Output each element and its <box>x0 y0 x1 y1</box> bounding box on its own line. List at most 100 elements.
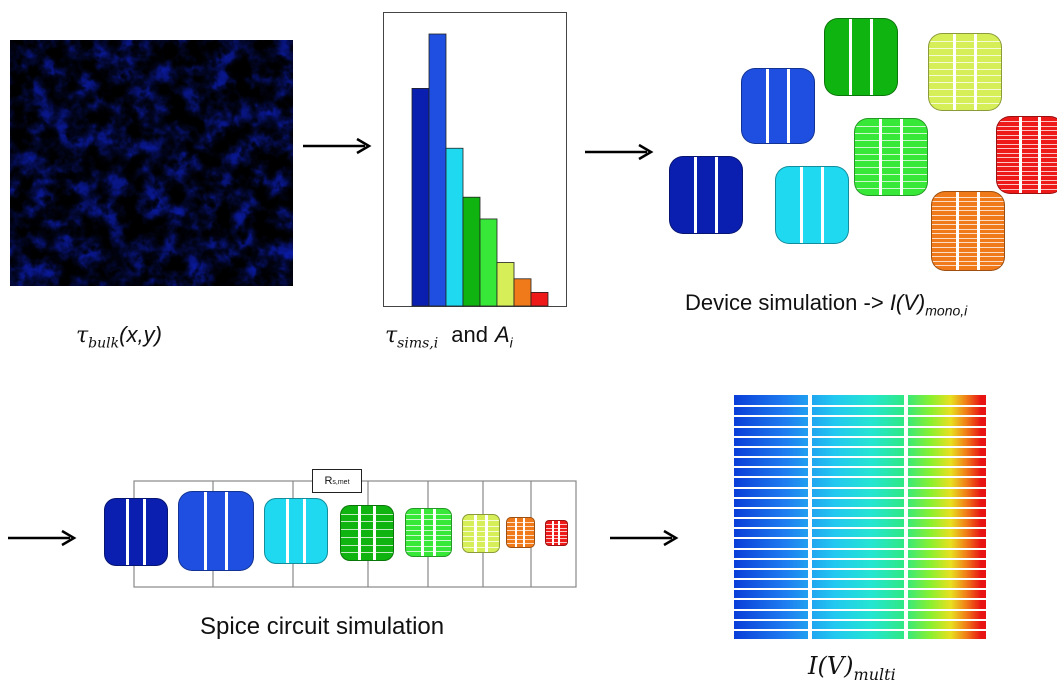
multi-finger <box>734 527 986 530</box>
cell-finger <box>341 521 393 523</box>
cell-finger <box>997 170 1057 172</box>
cell-finger <box>406 545 451 547</box>
cell-finger <box>406 519 451 521</box>
spice-circuit-label: Spice circuit simulation <box>200 613 445 640</box>
multi-finger <box>734 547 986 550</box>
cell-finger <box>406 529 451 531</box>
cell-finger <box>855 188 927 190</box>
cell-finger <box>932 260 1004 262</box>
lifetime-map <box>10 40 293 286</box>
cell-finger <box>507 538 534 540</box>
resistor-box: Rs,met <box>312 469 362 493</box>
cell-finger <box>997 130 1057 132</box>
cell-busbar <box>522 518 525 547</box>
multi-finger <box>734 567 986 570</box>
spice-cell-1 <box>104 498 168 566</box>
cell-busbar <box>552 521 555 545</box>
cell-finger <box>997 166 1057 168</box>
cell-finger <box>997 157 1057 159</box>
multi-finger <box>734 415 986 418</box>
tau-bulk-args: (x,y) <box>119 322 162 347</box>
cell-busbar <box>125 499 129 565</box>
multi-finger <box>734 496 986 499</box>
cell-finger <box>855 160 927 162</box>
device-cell-3 <box>775 166 849 244</box>
resistor-label: R <box>324 475 333 487</box>
cell-finger <box>997 161 1057 163</box>
device-cell-5 <box>854 118 928 196</box>
multi-finger <box>734 598 986 601</box>
busbar-left <box>808 395 812 639</box>
cell-busbar <box>786 69 790 143</box>
cell-finger <box>932 228 1004 230</box>
cell-busbar <box>420 509 424 556</box>
cell-busbar <box>800 167 804 243</box>
device-simulation-label: Device simulation -> I(V)mono,i <box>685 290 968 319</box>
cell-finger <box>341 529 393 531</box>
cell-finger <box>855 174 927 176</box>
multi-finger <box>734 618 986 621</box>
cell-finger <box>929 103 1001 105</box>
cell-finger <box>546 531 567 533</box>
cell-finger <box>932 251 1004 253</box>
cell-finger <box>929 89 1001 91</box>
cell-finger <box>932 265 1004 267</box>
cell-busbar <box>224 492 228 570</box>
multi-finger <box>734 435 986 438</box>
cell-finger <box>855 125 927 127</box>
busbar-right <box>904 395 908 639</box>
cell-busbar <box>303 499 307 563</box>
cell-finger <box>997 139 1057 141</box>
cell-finger <box>406 540 451 542</box>
cell-finger <box>997 121 1057 123</box>
cell-finger <box>997 134 1057 136</box>
cell-busbar <box>1019 117 1023 193</box>
device-cell-8 <box>931 191 1005 271</box>
cell-busbar <box>1037 117 1041 193</box>
cell-finger <box>932 237 1004 239</box>
cell-busbar <box>879 119 883 195</box>
device-cell-6 <box>928 33 1002 111</box>
cell-busbar <box>694 157 698 233</box>
multi-finger <box>734 506 986 509</box>
device-cell-1 <box>669 156 743 234</box>
cell-finger <box>507 522 534 524</box>
multi-finger <box>734 486 986 489</box>
multi-fingers <box>734 395 986 639</box>
cell-busbar <box>766 69 770 143</box>
multi-finger <box>734 537 986 540</box>
cell-finger <box>932 205 1004 207</box>
area-symbol: A <box>494 322 510 347</box>
cell-busbar <box>956 192 960 270</box>
cell-finger <box>855 181 927 183</box>
cell-finger <box>463 520 499 522</box>
multi-finger <box>734 557 986 560</box>
cell-finger <box>546 524 567 526</box>
cell-finger <box>507 534 534 536</box>
cell-busbar <box>204 492 208 570</box>
cell-finger <box>406 535 451 537</box>
cell-busbar <box>976 192 980 270</box>
cell-finger <box>463 546 499 548</box>
resistor-sub: s,met <box>332 479 350 486</box>
multi-finger <box>734 588 986 591</box>
cell-finger <box>929 96 1001 98</box>
multi-finger <box>734 608 986 611</box>
multi-iv-label: I(V)multi <box>808 652 896 684</box>
arrow-right-icon <box>303 137 372 155</box>
multi-finger <box>734 445 986 448</box>
cell-busbar <box>372 506 376 560</box>
spice-cell-7 <box>506 517 535 548</box>
cell-busbar <box>557 521 560 545</box>
cell-finger <box>546 538 567 540</box>
cell-finger <box>463 541 499 543</box>
cell-finger <box>406 524 451 526</box>
cell-finger <box>997 125 1057 127</box>
cell-finger <box>463 525 499 527</box>
cell-finger <box>932 219 1004 221</box>
cell-busbar <box>474 515 478 552</box>
cell-finger <box>855 139 927 141</box>
multi-finger <box>734 456 986 458</box>
cell-finger <box>929 40 1001 42</box>
